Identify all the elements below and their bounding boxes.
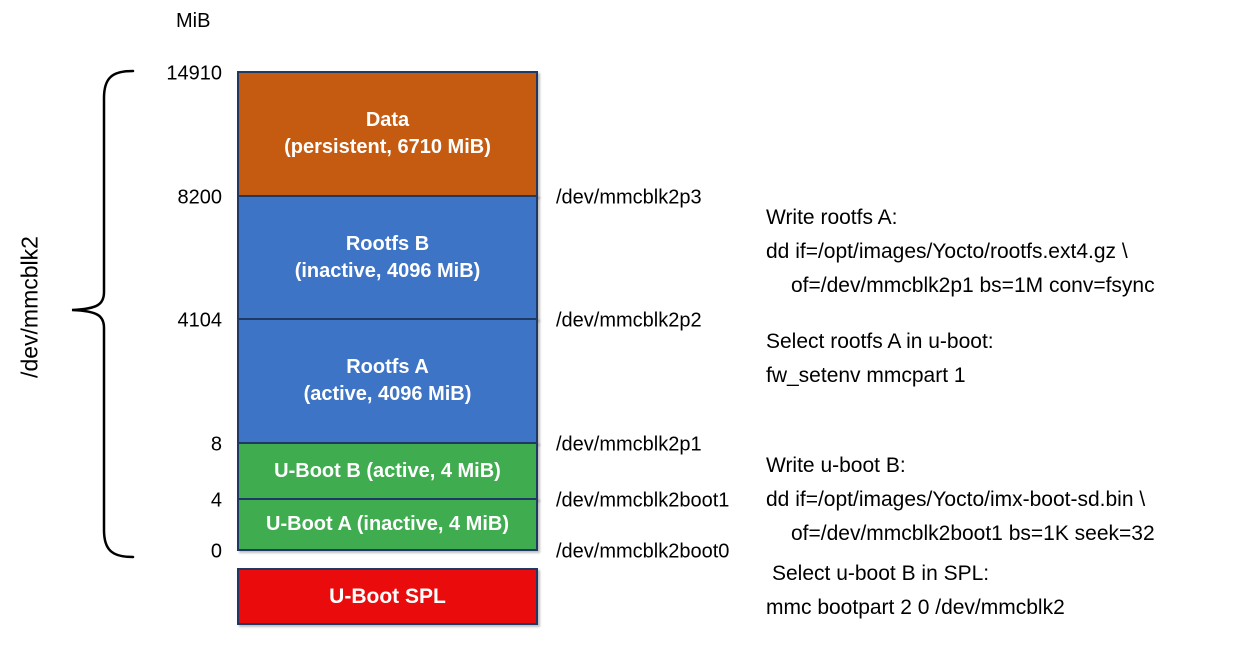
partition-data-title: Data	[365, 109, 410, 131]
tick-0: 0	[210, 540, 222, 563]
partition-rootfs-a-title: Rootfs A	[346, 356, 429, 378]
tick-4104: 4104	[177, 309, 223, 332]
note-title: Write rootfs A:	[766, 206, 898, 229]
note-command-line: dd if=/opt/images/Yocto/imx-boot-sd.bin …	[766, 488, 1146, 511]
partition-rootfs-a-detail: (active, 4096 MiB)	[303, 383, 472, 405]
partition-data: Data (persistent, 6710 MiB)	[237, 71, 538, 197]
disk-device-label: /dev/mmcblk2	[16, 236, 43, 378]
partition-uboot-a-label: U-Boot A (inactive, 4 MiB)	[266, 513, 509, 535]
disk-extent-brace-icon	[71, 69, 135, 559]
device-label-boot0: /dev/mmcblk2boot0	[556, 540, 730, 563]
note-title: Select rootfs A in u-boot:	[766, 330, 994, 353]
device-label-p1: /dev/mmcblk2p1	[556, 433, 702, 456]
note-select-uboot-b: Select u-boot B in SPL: mmc bootpart 2 0…	[766, 557, 1065, 625]
partition-uboot-b-label: U-Boot B (active, 4 MiB)	[274, 459, 501, 482]
note-select-rootfs-a: Select rootfs A in u-boot: fw_setenv mmc…	[766, 325, 994, 393]
tick-8200: 8200	[177, 186, 223, 209]
note-command-line: mmc bootpart 2 0 /dev/mmcblk2	[766, 596, 1065, 619]
partition-uboot-spl: U-Boot SPL	[237, 568, 538, 625]
partition-data-detail: (persistent, 6710 MiB)	[284, 136, 491, 158]
note-write-rootfs-a: Write rootfs A: dd if=/opt/images/Yocto/…	[766, 201, 1155, 303]
partition-uboot-spl-label: U-Boot SPL	[329, 585, 446, 608]
tick-14910: 14910	[166, 62, 222, 85]
note-command-line: dd if=/opt/images/Yocto/rootfs.ext4.gz \	[766, 240, 1128, 263]
partition-uboot-b: U-Boot B (active, 4 MiB)	[237, 442, 538, 500]
device-label-boot1: /dev/mmcblk2boot1	[556, 489, 730, 512]
partition-uboot-a: U-Boot A (inactive, 4 MiB)	[237, 498, 538, 551]
partition-rootfs-b-title: Rootfs B	[345, 232, 430, 255]
partition-rootfs-b-detail: (inactive, 4096 MiB)	[294, 259, 481, 282]
partition-rootfs-b: Rootfs B (inactive, 4096 MiB)	[237, 195, 538, 320]
note-title: Write u-boot B:	[766, 454, 906, 477]
tick-4: 4	[210, 489, 222, 512]
partition-rootfs-a: Rootfs A (active, 4096 MiB)	[237, 318, 538, 444]
tick-8: 8	[210, 433, 222, 456]
note-command-line: of=/dev/mmcblk2p1 bs=1M conv=fsync	[791, 274, 1155, 297]
note-command-line: fw_setenv mmcpart 1	[766, 364, 966, 387]
device-label-p2: /dev/mmcblk2p2	[556, 309, 702, 332]
unit-label: MiB	[176, 10, 211, 32]
note-title: Select u-boot B in SPL:	[772, 562, 990, 585]
note-command-line: of=/dev/mmcblk2boot1 bs=1K seek=32	[791, 522, 1155, 545]
note-write-uboot-b: Write u-boot B: dd if=/opt/images/Yocto/…	[766, 449, 1155, 551]
device-label-p3: /dev/mmcblk2p3	[556, 186, 702, 209]
